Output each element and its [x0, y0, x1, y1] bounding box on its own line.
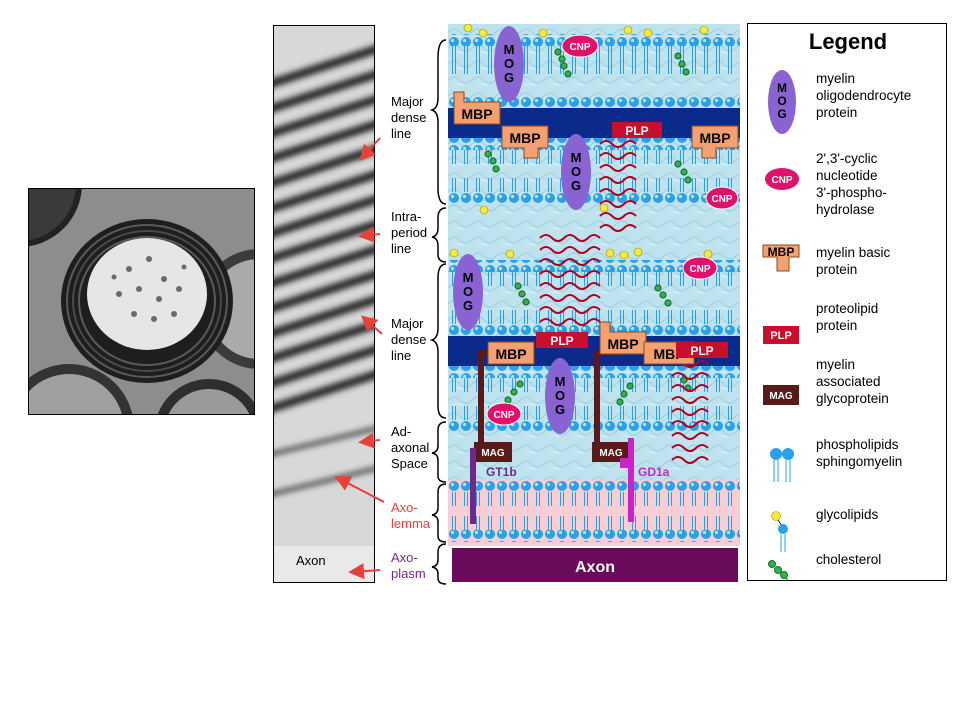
mbp-label-4: MBP: [607, 336, 638, 352]
legend-item-cholesterol: cholesterol: [816, 552, 882, 567]
arrow-major-dense-2: [361, 315, 383, 335]
gd1a-ganglioside: [628, 438, 634, 522]
cnp-label-1: CNP: [569, 42, 590, 53]
gd1a-label: GD1a: [638, 465, 670, 479]
micrograph-axon-label: Axon: [296, 553, 326, 568]
mbp-proteins: [453, 91, 739, 365]
myelin-membrane-diagram: Axon MAG MAG GT1b GD1a: [448, 24, 740, 582]
legend-mbp-swatch: [762, 244, 800, 272]
legend-mag-text: MAG: [769, 391, 793, 402]
pointer-arrows: [334, 137, 385, 580]
arrow-adaxonal: [358, 432, 381, 449]
plp-label-3: PLP: [690, 344, 713, 358]
legend-phospholipid-swatch: [770, 448, 794, 482]
glycolipid-heads: [449, 24, 713, 260]
mbp-label-3: MBP: [699, 130, 730, 146]
legend-title: Legend: [808, 29, 888, 54]
brace-intraperiod: [431, 207, 447, 263]
brace-adaxonal: [431, 421, 447, 483]
brace-axolemma: [431, 483, 447, 543]
mbp-label-6: MBP: [495, 346, 526, 362]
brace-major-dense-2: [429, 263, 447, 419]
mbp-label-2: MBP: [509, 130, 540, 146]
legend-glycolipid-swatch: [771, 511, 788, 552]
plp-label-2: PLP: [550, 334, 573, 348]
em-cross-section-image: [28, 188, 255, 415]
mbp-label-1: MBP: [461, 106, 492, 122]
em-myelin-strip-drawing: [274, 26, 374, 582]
legend-cnp-text: CNP: [771, 175, 792, 186]
axon-bar-label: Axon: [575, 559, 615, 576]
cnp-label-2: CNP: [711, 194, 732, 205]
gt1b-label: GT1b: [486, 465, 517, 479]
plp-label-1: PLP: [625, 124, 648, 138]
cnp-label-4: CNP: [493, 410, 514, 421]
mag-label-left: MAG: [481, 448, 505, 459]
label-axolemma: Axo-lemma: [391, 500, 431, 531]
arrow-axoplasm: [348, 563, 381, 580]
arrow-intraperiod: [358, 226, 381, 243]
legend-mbp-text: MBP: [768, 245, 795, 259]
brace-axoplasm: [431, 543, 447, 585]
arrow-major-dense-1: [359, 137, 381, 161]
mog-proteins: [453, 26, 591, 434]
cnp-label-3: CNP: [689, 264, 710, 275]
legend-mag-swatch: [763, 385, 799, 405]
plp-transmembrane-coils: [539, 140, 709, 464]
cnp-proteins: [486, 34, 739, 426]
arrow-axolemma: [334, 476, 385, 503]
legend-mog-swatch: [768, 70, 796, 134]
cholesterol-molecules: [484, 48, 692, 406]
axon-bar: [452, 548, 738, 582]
legend-item-glycolipids: glycolipids: [816, 507, 879, 522]
legend-plp-swatch: [763, 326, 799, 344]
gt1b-ganglioside: [470, 448, 476, 524]
legend-plp-text: PLP: [770, 330, 791, 342]
mag-label-right: MAG: [599, 448, 623, 459]
label-axoplasm: Axo-plasm: [391, 550, 426, 581]
em-myelin-strip-image: [273, 25, 375, 583]
em-cross-section-drawing: [29, 189, 254, 414]
legend-cnp-swatch: [765, 168, 799, 190]
layer-braces: [429, 39, 447, 585]
plp-proteins: [536, 122, 728, 358]
legend-cholesterol-swatch: [768, 560, 788, 580]
brace-major-dense-1: [429, 39, 447, 205]
